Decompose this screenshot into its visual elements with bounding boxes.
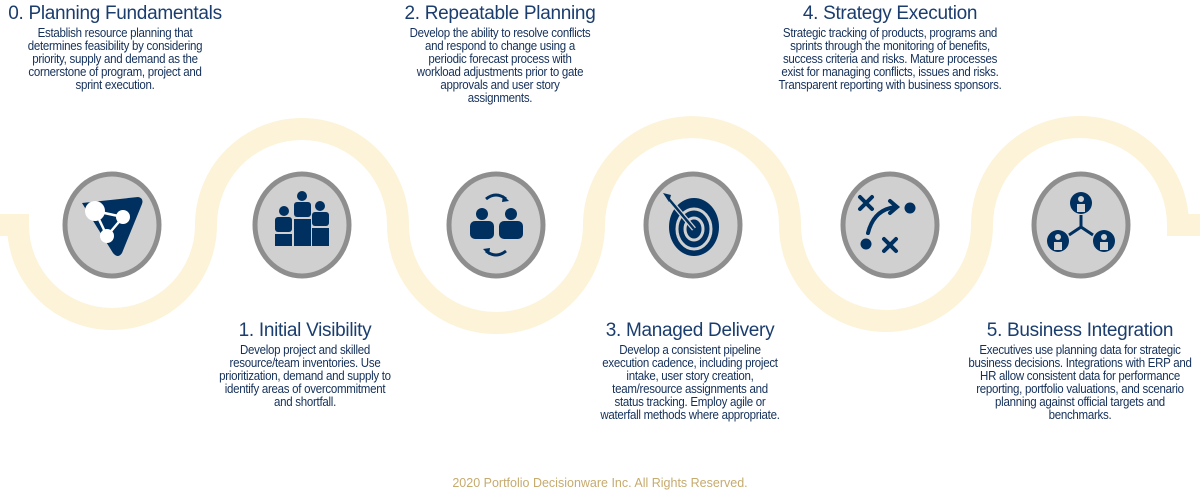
step-2: 2. Repeatable Planning Develop the abili… — [385, 3, 615, 105]
people-exchange-icon — [446, 171, 546, 279]
step-title: 0. Planning Fundamentals — [8, 3, 222, 24]
step-description: Develop a consistent pipeline execution … — [600, 343, 780, 422]
step-5: 5. Business Integration Executives use p… — [955, 320, 1200, 422]
connected-people-icon — [1031, 171, 1131, 279]
step-description: Executives use planning data for strateg… — [968, 343, 1192, 422]
step-title: 4. Strategy Execution — [802, 3, 978, 24]
step-title: 3. Managed Delivery — [605, 320, 775, 341]
copyright-footer: 2020 Portfolio Decisionware Inc. All Rig… — [452, 476, 748, 490]
team-bars-icon — [252, 171, 352, 279]
step-3: 3. Managed Delivery Develop a consistent… — [570, 320, 810, 422]
step-title: 2. Repeatable Planning — [404, 3, 596, 24]
step-4: 4. Strategy Execution Strategic tracking… — [765, 3, 1015, 92]
step-description: Strategic tracking of products, programs… — [778, 26, 1002, 92]
step-description: Develop project and skilled resource/tea… — [219, 343, 391, 409]
step-description: Develop the ability to resolve conflicts… — [409, 26, 591, 105]
target-icon — [643, 171, 743, 279]
step-0: 0. Planning Fundamentals Establish resou… — [0, 3, 230, 92]
network-triangle-icon — [62, 171, 162, 279]
step-title: 1. Initial Visibility — [238, 320, 372, 341]
strategy-play-icon — [840, 171, 940, 279]
step-title: 5. Business Integration — [986, 320, 1174, 341]
step-description: Establish resource planning that determi… — [27, 26, 203, 92]
step-1: 1. Initial Visibility Develop project an… — [190, 320, 420, 409]
